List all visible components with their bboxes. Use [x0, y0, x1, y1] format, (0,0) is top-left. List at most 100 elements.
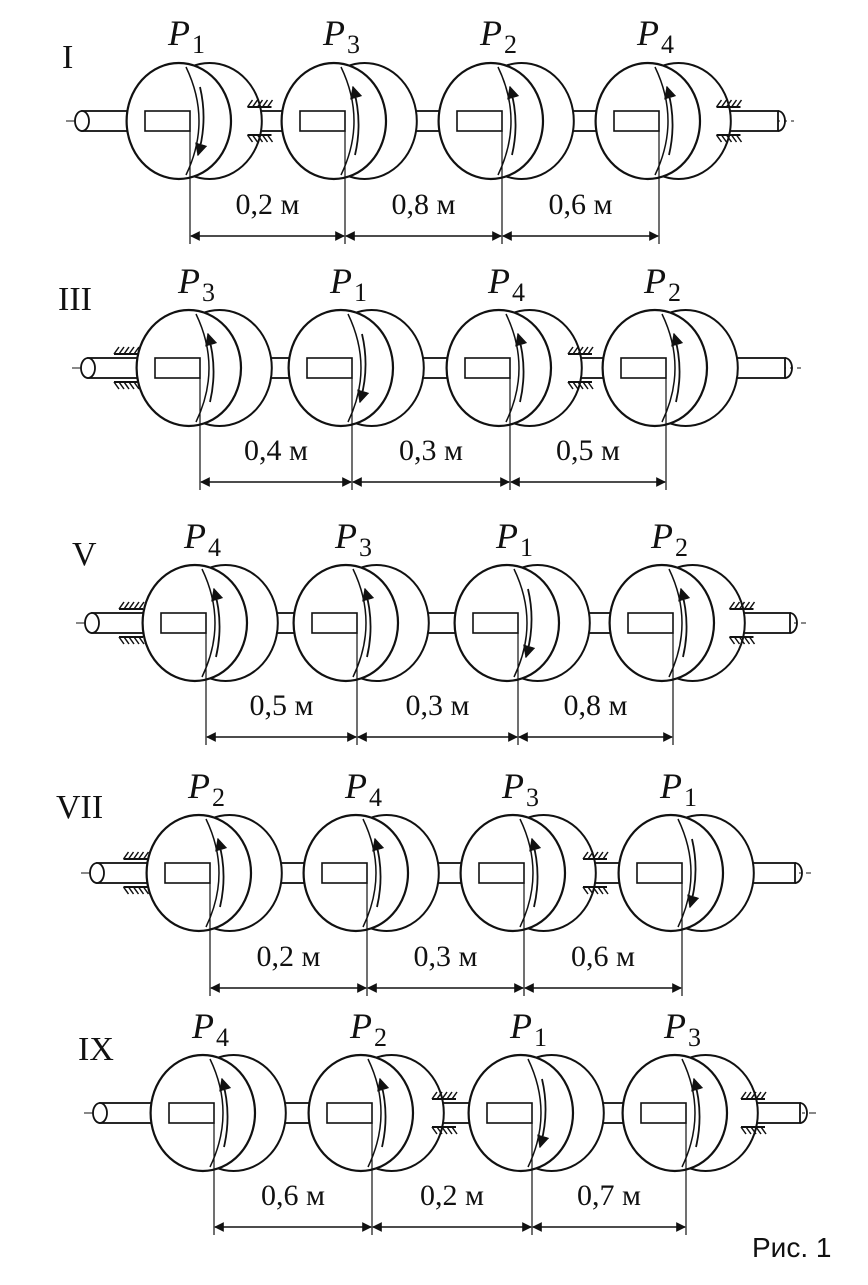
pulley-hub-line	[497, 66, 512, 176]
pulley-hub-line	[681, 1058, 696, 1168]
pulley-hub-line	[201, 568, 216, 678]
pulley-p2	[608, 563, 746, 683]
pulley-label: P4	[344, 766, 382, 812]
bearing-support	[122, 851, 150, 895]
bearing-hatch	[133, 601, 140, 610]
bearing-hatch	[733, 636, 741, 645]
bearing-hatch	[137, 886, 145, 895]
pulley-label: P3	[501, 766, 539, 812]
torque-arrow-up-icon	[211, 587, 224, 658]
pulley-hub-line	[195, 313, 210, 423]
bearing-hatch	[750, 1091, 757, 1100]
bearing-hatch	[142, 886, 150, 895]
bearing-hatch	[715, 134, 723, 143]
pulley-hub-line	[205, 818, 220, 928]
bearing-hatch	[748, 601, 756, 610]
pulley-hub-line	[654, 66, 669, 176]
bearing-hatch	[123, 636, 130, 645]
bearing-hatch	[441, 1091, 448, 1100]
torque-arrow-up-icon	[377, 1077, 390, 1148]
bearing-hatch	[246, 99, 254, 108]
bearing-hatch	[436, 1091, 443, 1100]
pulley-p3	[135, 308, 273, 428]
dimension-label: 0,5 м	[250, 689, 314, 722]
pulley-label: P2	[643, 261, 681, 307]
pulley-label: P2	[349, 1006, 387, 1052]
pulley-p2	[601, 308, 739, 428]
bearing-hatch	[128, 381, 135, 390]
pulley-label: P1	[329, 261, 367, 307]
pulley-hub-line	[209, 1058, 224, 1168]
bearing-hatch	[251, 99, 259, 108]
pulley-hub-line	[352, 568, 367, 678]
pulley-label-subscript: 2	[668, 278, 681, 307]
pulley-label-subscript: 3	[202, 278, 215, 307]
bearing-hatch	[118, 381, 125, 390]
bearing-hatch	[587, 886, 594, 895]
bearing-hatch	[261, 99, 269, 108]
torque-arrow-up-icon	[507, 85, 520, 156]
bearing-hatch	[138, 636, 145, 645]
bearing-support	[246, 99, 274, 143]
bearing-hatch	[431, 1126, 438, 1135]
shaft-left-end	[80, 357, 96, 379]
pulley-hub-line	[347, 313, 362, 423]
torque-arrow-up-icon	[215, 837, 228, 908]
bearing-hatch	[745, 1091, 752, 1100]
pulley-label-subscript: 2	[212, 783, 225, 812]
pulley-label-subscript: 1	[192, 30, 205, 59]
pulley-label-subscript: 1	[534, 1023, 547, 1052]
pulley-p2	[437, 61, 575, 181]
pulley-shaft-stub	[168, 1102, 215, 1124]
pulley-p3	[459, 813, 597, 933]
pulley-shaft-stub	[326, 1102, 373, 1124]
pulley-p1	[467, 1053, 605, 1173]
torque-arrow-up-icon	[678, 587, 691, 658]
bearing-hatch	[602, 886, 609, 895]
pulley-hub-line	[519, 818, 534, 928]
torque-arrow-down-icon	[537, 1078, 550, 1149]
bearing-hatch	[597, 851, 604, 860]
pulley-p4	[141, 563, 279, 683]
bearing-hatch	[592, 851, 599, 860]
variant-number: III	[58, 281, 92, 318]
bearing-hatch	[441, 1126, 448, 1135]
bearing-hatch	[735, 99, 743, 108]
bearing-hatch	[431, 1091, 438, 1100]
bearing-hatch	[128, 601, 135, 610]
bearing-support	[740, 1091, 767, 1135]
pulley-p2	[307, 1053, 445, 1173]
dimension-label: 0,8 м	[392, 188, 456, 221]
pulley-label: P1	[167, 13, 205, 59]
bearing-hatch	[118, 601, 125, 610]
bearing-hatch	[582, 851, 589, 860]
bearing-hatch	[251, 134, 259, 143]
pulley-shaft-stub	[636, 862, 683, 884]
pulley-shaft-stub	[486, 1102, 533, 1124]
pulley-label: P4	[183, 516, 221, 562]
torque-arrow-down-icon	[357, 333, 370, 404]
bearing-hatch	[738, 636, 746, 645]
bearing-hatch	[587, 381, 594, 390]
pulley-label: P4	[636, 13, 674, 59]
dimension-label: 0,2 м	[257, 940, 321, 973]
pulley-shaft-stub	[464, 357, 511, 379]
pulley-hub-line	[185, 66, 200, 176]
bearing-hatch	[577, 381, 584, 390]
pulley-hub-line	[362, 818, 377, 928]
pulley-label: P2	[650, 516, 688, 562]
bearing-hatch	[597, 886, 604, 895]
pulley-label: P1	[509, 1006, 547, 1052]
bearing-hatch	[123, 601, 130, 610]
torque-arrow-down-icon	[687, 838, 700, 909]
shaft-left-end	[84, 612, 100, 634]
bearing-hatch	[730, 99, 738, 108]
bearing-hatch	[728, 601, 736, 610]
pulley-shaft-stub	[321, 862, 368, 884]
bearing-hatch	[738, 601, 746, 610]
pulley-p4	[149, 1053, 287, 1173]
shaft-right-end	[784, 357, 793, 379]
pulley-label-subscript: 4	[661, 30, 674, 59]
